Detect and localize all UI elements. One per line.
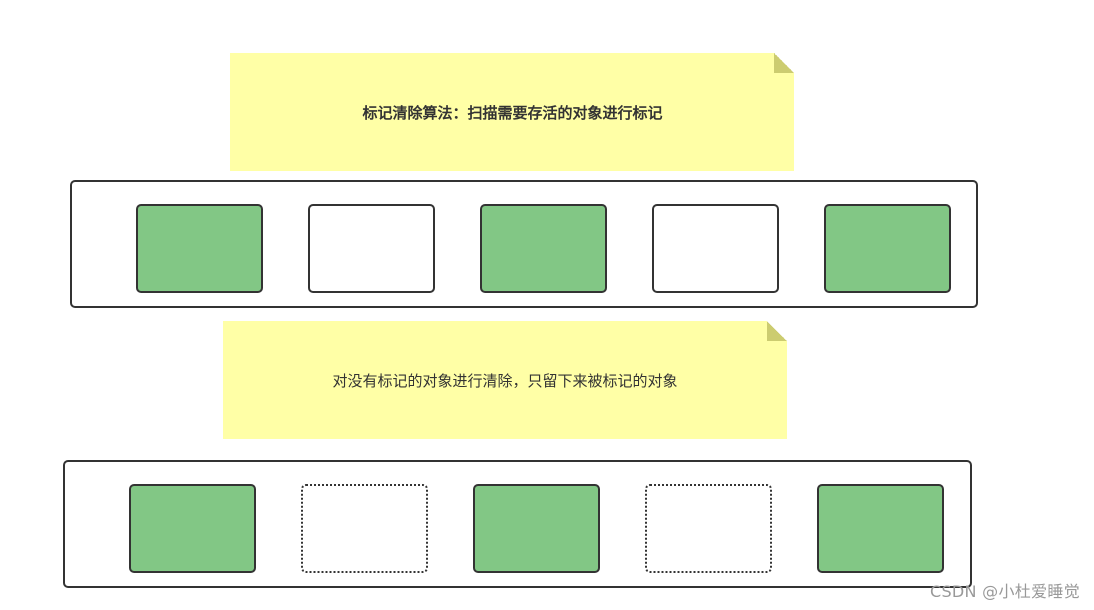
sweep-phase-text: 对没有标记的对象进行清除，只留下来被标记的对象 bbox=[332, 371, 678, 390]
watermark: CSDN @小杜爱睡觉 bbox=[929, 582, 1080, 601]
mark-phase-text: 标记清除算法：扫描需要存活的对象进行标记 bbox=[362, 103, 663, 122]
sweep-phase-note: 对没有标记的对象进行清除，只留下来被标记的对象 bbox=[223, 321, 787, 439]
memory-block-marked bbox=[473, 484, 600, 573]
mark-phase-note: 标记清除算法：扫描需要存活的对象进行标记 bbox=[230, 53, 794, 171]
memory-block-marked bbox=[136, 204, 263, 293]
memory-block-marked bbox=[129, 484, 256, 573]
memory-block-unmarked bbox=[308, 204, 435, 293]
memory-block-marked bbox=[480, 204, 607, 293]
memory-block-marked bbox=[817, 484, 944, 573]
memory-block-marked bbox=[824, 204, 951, 293]
note-fold-corner bbox=[774, 53, 794, 73]
memory-block-freed bbox=[645, 484, 772, 573]
memory-block-unmarked bbox=[652, 204, 779, 293]
memory-block-freed bbox=[301, 484, 428, 573]
memory-row-after-sweep bbox=[63, 460, 972, 588]
note-fold-corner bbox=[767, 321, 787, 341]
memory-row-after-mark bbox=[70, 180, 978, 308]
